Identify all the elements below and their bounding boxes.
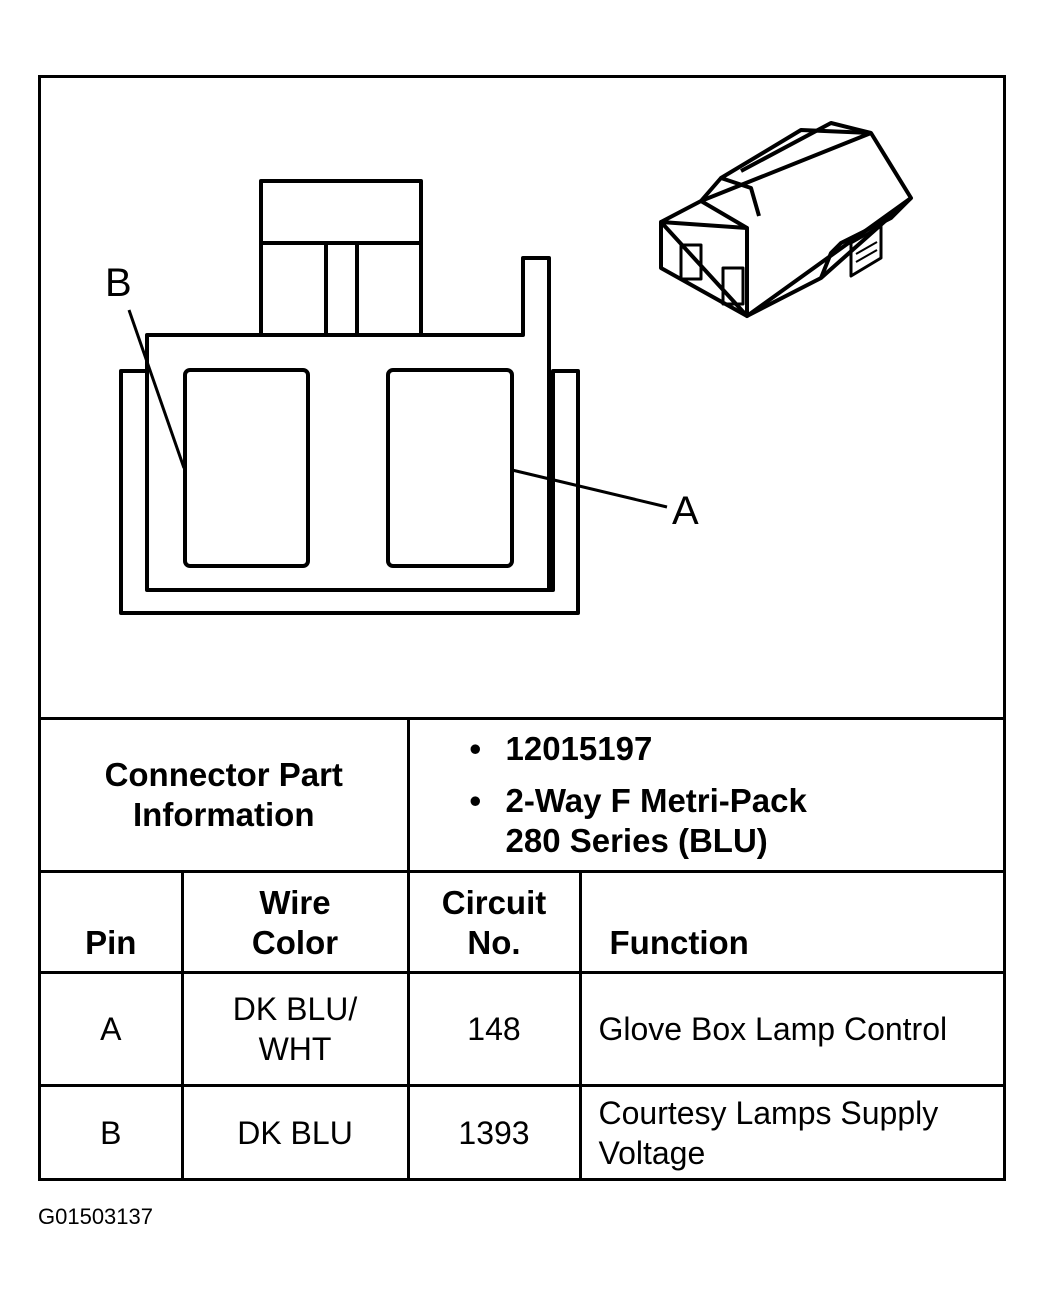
wire-color-cell: DK BLU xyxy=(180,1084,410,1180)
part-number: 12015197 xyxy=(470,729,1004,769)
circuit-cell: 148 xyxy=(406,971,582,1087)
connector-part-label: Connector Part Information xyxy=(41,717,410,873)
connector-info-table: Connector Part Information 12015197 2-Wa… xyxy=(41,717,1003,1180)
terminal-cavity-a xyxy=(386,368,514,568)
connector-isometric-icon xyxy=(659,121,913,318)
pin-label-a: A xyxy=(672,489,699,533)
connector-latch xyxy=(259,179,423,335)
wire-color-cell: DK BLU/ WHT xyxy=(180,971,410,1087)
leader-line-b xyxy=(127,309,186,469)
circuit-cell: 1393 xyxy=(406,1084,582,1180)
function-cell: Courtesy Lamps Supply Voltage xyxy=(578,1084,1003,1180)
leader-line-a xyxy=(511,468,668,509)
pin-cell: B xyxy=(41,1084,184,1180)
connector-diagram: B A xyxy=(41,78,1003,718)
part-description-line2: 280 Series (BLU) xyxy=(505,822,768,859)
header-circuit-no: Circuit No. xyxy=(406,870,582,974)
figure-id: G01503137 xyxy=(38,1204,153,1229)
connector-part-row: Connector Part Information 12015197 2-Wa… xyxy=(41,717,1004,873)
connector-face-drawing xyxy=(119,121,913,615)
pin-label-b: B xyxy=(105,261,132,305)
connector-inner-body xyxy=(145,256,551,590)
table-row: A DK BLU/ WHT 148 Glove Box Lamp Control xyxy=(41,971,1003,1087)
part-description: 2-Way F Metri-Pack 280 Series (BLU) xyxy=(470,781,1004,861)
table-header-row: Pin Wire Color Circuit No. Function xyxy=(41,870,1003,974)
header-wire-color: Wire Color xyxy=(180,870,410,974)
header-function: Function xyxy=(578,870,1003,974)
header-pin: Pin xyxy=(41,870,184,974)
connector-part-label-line1: Connector Part xyxy=(104,756,343,793)
part-description-line1: 2-Way F Metri-Pack xyxy=(505,782,807,819)
connector-part-label-line2: Information xyxy=(133,796,315,833)
connector-outer-shell xyxy=(119,369,580,615)
connector-part-info: 12015197 2-Way F Metri-Pack 280 Series (… xyxy=(406,717,1004,873)
terminal-cavity-b xyxy=(183,368,310,568)
connector-frame: B A Connector Part Information 12015197 … xyxy=(38,75,1006,1181)
function-cell: Glove Box Lamp Control xyxy=(578,971,1003,1087)
table-row: B DK BLU 1393 Courtesy Lamps Supply Volt… xyxy=(41,1084,1003,1180)
pin-cell: A xyxy=(41,971,184,1087)
